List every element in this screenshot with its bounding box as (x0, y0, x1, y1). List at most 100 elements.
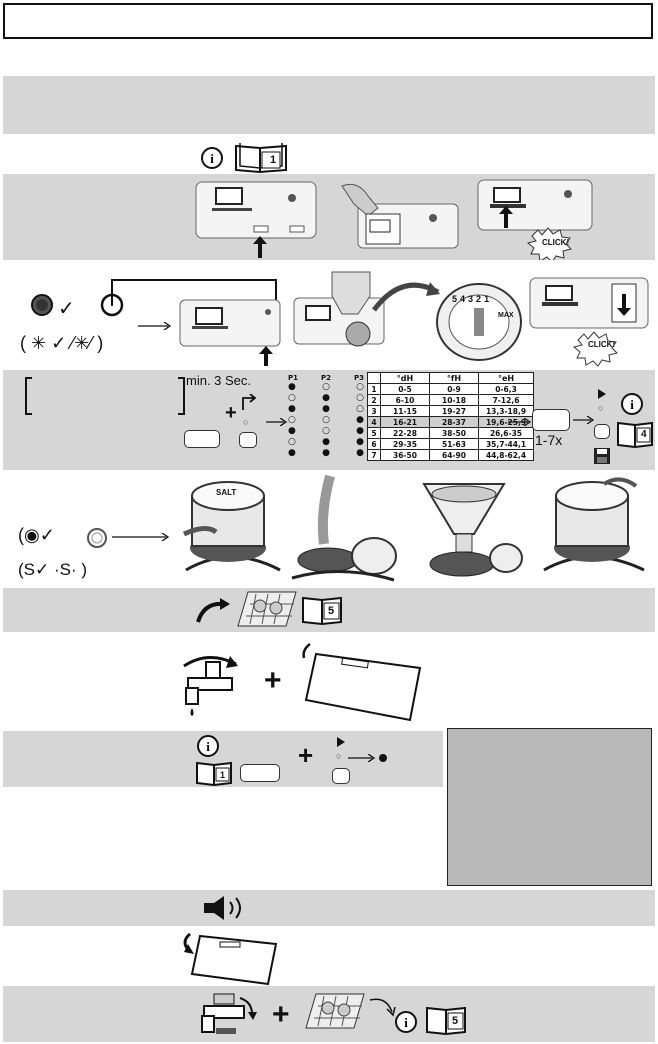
water-pour-illustration (290, 474, 400, 584)
program-dot: ○ (288, 437, 296, 447)
dish-rack-illustration (234, 586, 300, 632)
program-dot-row: ○○● (288, 415, 364, 426)
curved-arrow-icon (196, 598, 230, 623)
click-label-1: CLICK! (542, 238, 570, 247)
door-close-illustration (298, 640, 438, 724)
program-dot: ○ (356, 382, 364, 392)
dispenser-open-illustration (194, 178, 320, 260)
right-bracket (178, 377, 185, 415)
play-icon (598, 389, 606, 399)
program-dot: ○ (356, 393, 364, 403)
save-icon (594, 448, 610, 464)
svg-text:i: i (206, 739, 210, 754)
title-box (3, 3, 653, 39)
small-button-3 (332, 768, 350, 784)
book-page-4: 4 (641, 429, 647, 440)
plus-icon-2: + (264, 664, 282, 697)
hardness-cell-level: 2 (367, 394, 381, 406)
arrow-to-dot-icon (348, 754, 376, 762)
plus-icon: + (225, 402, 237, 424)
program-dot: ● (322, 448, 330, 458)
hardness-cell-fH: 10-18 (429, 394, 479, 406)
dose-dial-illustration: 54321 MAX (434, 278, 524, 362)
dial-max-label: MAX (498, 312, 514, 319)
program-dot: ● (322, 393, 330, 403)
hardness-cell-level: 3 (367, 405, 381, 417)
hardness-cell-level: 6 (367, 438, 381, 450)
led-on-icon (379, 754, 387, 762)
play-icon-2 (337, 737, 345, 747)
program-headers: P1 P2 P3 (288, 374, 364, 382)
program-dot: ● (322, 437, 330, 447)
dial-numbers: 54321 (452, 294, 493, 304)
book-page-5b: 5 (452, 1015, 459, 1027)
program-dot: ○ (288, 393, 296, 403)
arrow-to-table-icon (266, 418, 288, 426)
dispenser-close-illustration: CLICK! (476, 178, 596, 260)
book-icon-4: 1 (194, 758, 234, 786)
hardness-set-button (532, 409, 570, 431)
rinse-indicator-dark-icon (30, 292, 54, 318)
hardness-cell-level: 1 (367, 383, 381, 395)
program-dot: ○ (356, 404, 364, 414)
svg-text:i: i (210, 151, 214, 166)
speaker-icon (204, 896, 241, 920)
program-dot: ● (356, 426, 364, 436)
hardness-cell-fH: 0-9 (429, 383, 479, 395)
program-dot: ○ (322, 382, 330, 392)
hardness-cell-eH: 13,3-18,9 (478, 405, 534, 417)
small-button-2 (594, 424, 610, 439)
start-program-button (240, 764, 280, 782)
press-count-label: 1-7x (535, 432, 563, 448)
min-time-label: min. 3 Sec. (186, 373, 252, 388)
hardness-cell-level: 7 (367, 449, 381, 461)
program-dot-row: ○ ● ● (288, 437, 364, 448)
hardness-cell-fH: 51-63 (429, 438, 479, 450)
salt-cap-label: SALT (216, 488, 237, 497)
left-bracket (25, 377, 32, 415)
plus-icon-3: + (298, 740, 314, 770)
hardness-cell-eH: 0-6,3 (478, 383, 534, 395)
arrow-to-salt-icon (112, 533, 170, 541)
dish-rack-illustration-2 (302, 988, 368, 1034)
hardness-cell-dH: 36-50 (380, 449, 430, 461)
tap-open-illustration (178, 648, 262, 718)
hardness-cell-fH: 64-90 (429, 449, 479, 461)
curved-arrow (372, 282, 440, 312)
book-icon: 1 (232, 140, 290, 174)
hardness-cell-fH: 28-37 (429, 416, 479, 428)
led-icon-3: ○ (336, 751, 342, 761)
salt-funnel-illustration (414, 474, 524, 584)
program-dot: ● (356, 448, 364, 458)
salt-cap-open-illustration: SALT (176, 474, 286, 584)
hardness-cell-dH: 6-10 (380, 394, 430, 406)
led-icon-2: ○ (598, 403, 604, 413)
book-icon-3: 5 (300, 592, 344, 626)
door-open-illustration (176, 932, 280, 988)
hardness-cell-dH: 22-28 (380, 427, 430, 439)
program-dot: ● (322, 404, 330, 414)
program-dot: ● (288, 448, 296, 458)
hardness-cell-dH: 29-35 (380, 438, 430, 450)
program-dot: ● (356, 437, 364, 447)
program-dot-row: ●○● (288, 426, 364, 437)
hardness-cell-eH: 35,7-44,1 (478, 438, 534, 450)
dispenser-fill-illustration (338, 178, 464, 260)
arrow-down-right-icon (369, 998, 396, 1017)
dispenser-rinse-close-illustration: CLICK! (528, 276, 652, 370)
salt-symbol-indicators: (S✓ ·S· ) (18, 560, 88, 579)
program-dot: ● (288, 404, 296, 414)
info-icon-3: i (196, 734, 220, 758)
led-icon: ○ (243, 417, 249, 427)
program-button (184, 430, 220, 448)
click-label-2: CLICK! (588, 340, 616, 349)
hardness-cell-dH: 0-5 (380, 383, 430, 395)
svg-text:i: i (630, 397, 634, 412)
program-indicator-grid: P1 P2 P3 ●○○○●○●●○○○●●○●○●●●●● (288, 374, 368, 459)
